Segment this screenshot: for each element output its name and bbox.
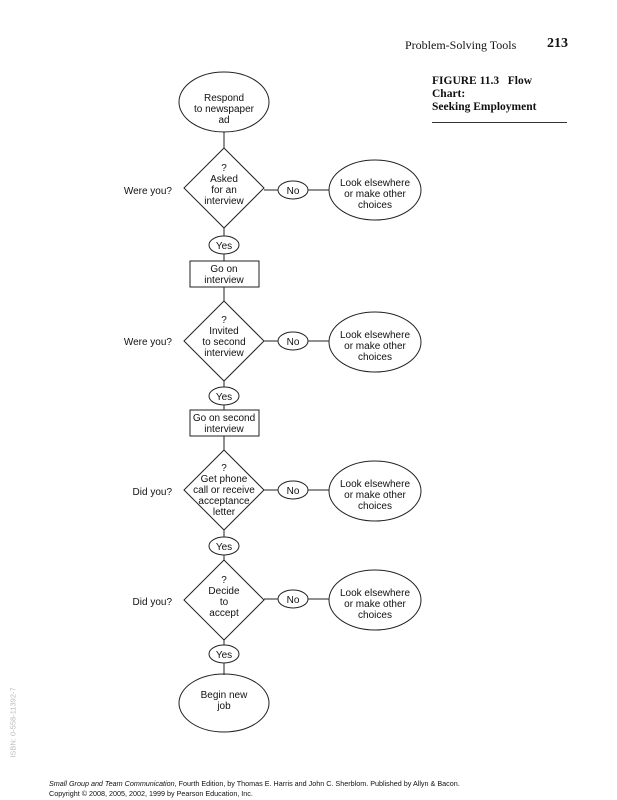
alt-line: or make other xyxy=(344,341,406,352)
no-label: No xyxy=(287,595,300,606)
figure-subtitle: Seeking Employment xyxy=(432,101,537,113)
no-label-node: No xyxy=(277,331,309,351)
no-label: No xyxy=(287,337,300,348)
end-line: Begin new xyxy=(201,690,248,701)
yes-label: Yes xyxy=(216,650,232,661)
decision-prompt: Were you? xyxy=(124,186,173,197)
decision-prompt: Did you? xyxy=(133,487,173,498)
decision-line: Invited xyxy=(209,326,238,337)
decision-line: interview xyxy=(204,196,244,207)
alt-line: Look elsewhere xyxy=(340,588,410,599)
decision-line: accept xyxy=(209,608,239,619)
decision-line: to xyxy=(220,597,229,608)
alt-line: choices xyxy=(358,501,392,512)
alt-line: or make other xyxy=(344,599,406,610)
alt-line: choices xyxy=(358,610,392,621)
action-line: interview xyxy=(204,424,244,435)
decision-line: ? xyxy=(221,163,227,174)
action-line: interview xyxy=(204,275,244,286)
no-label-node: No xyxy=(277,480,309,500)
decision-line: Get phone xyxy=(201,474,248,485)
decision-line: ? xyxy=(221,463,227,474)
footer: Small Group and Team Communication, Four… xyxy=(49,779,460,798)
footer-copyright: Copyright © 2008, 2005, 2002, 1999 by Pe… xyxy=(49,788,253,798)
no-label-node: No xyxy=(277,180,309,200)
isbn-note: ISBN: 0-558-11392-7 xyxy=(8,687,18,758)
alt-line: Look elsewhere xyxy=(340,330,410,341)
no-label: No xyxy=(287,486,300,497)
yes-label: Yes xyxy=(216,542,232,553)
figure-caption: FIGURE 11.3 Flow Chart: Seeking Employme… xyxy=(432,75,567,123)
alt-line: or make other xyxy=(344,490,406,501)
decision-line: acceptance xyxy=(198,496,250,507)
decision-line: ? xyxy=(221,315,227,326)
action-line: Go on xyxy=(210,264,237,275)
end-line: job xyxy=(216,701,231,712)
decision-line: ? xyxy=(221,575,227,586)
alt-line: Look elsewhere xyxy=(340,479,410,490)
start-line: Respond xyxy=(204,93,244,104)
alt-line: Look elsewhere xyxy=(340,178,410,189)
decision-line: to second xyxy=(202,337,245,348)
action-line: Go on second xyxy=(193,413,255,424)
book-title: Small Group and Team Communication xyxy=(49,779,175,788)
footer-line1: , Fourth Edition, by Thomas E. Harris an… xyxy=(174,779,460,788)
decision-prompt: Did you? xyxy=(133,597,173,608)
no-label: No xyxy=(287,186,300,197)
start-line: to newspaper xyxy=(194,104,255,115)
decision-line: call or receive xyxy=(193,485,255,496)
yes-label-node: Yes xyxy=(208,235,240,255)
decision-line: letter xyxy=(213,507,236,518)
running-title: Problem-Solving Tools xyxy=(405,38,517,52)
decision-line: Asked xyxy=(210,174,238,185)
yes-label: Yes xyxy=(216,392,232,403)
decision-prompt: Were you? xyxy=(124,337,173,348)
no-label-node: No xyxy=(277,589,309,609)
connectors xyxy=(223,132,329,675)
page-number: 213 xyxy=(547,36,568,51)
yes-label: Yes xyxy=(216,241,232,252)
yes-label-node: Yes xyxy=(208,386,240,406)
alt-line: or make other xyxy=(344,189,406,200)
decision-line: interview xyxy=(204,348,244,359)
yes-label-node: Yes xyxy=(208,644,240,664)
decision-line: Decide xyxy=(208,586,240,597)
alt-line: choices xyxy=(358,200,392,211)
decision-line: for an xyxy=(211,185,237,196)
alt-line: choices xyxy=(358,352,392,363)
yes-label-node: Yes xyxy=(208,536,240,556)
figure-label: FIGURE 11.3 xyxy=(432,75,500,87)
start-line: ad xyxy=(218,115,229,126)
figure-title: Flow Chart: xyxy=(432,75,532,100)
